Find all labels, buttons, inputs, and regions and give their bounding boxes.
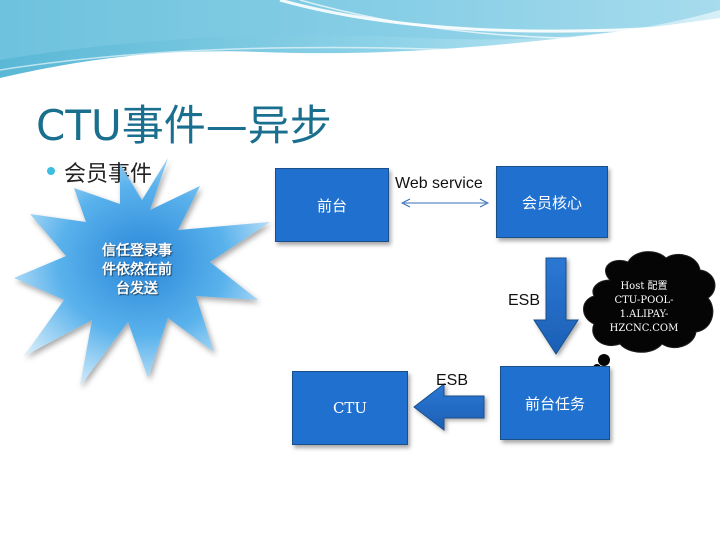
node-ctu-label: CTU bbox=[332, 399, 368, 417]
note-line: HZCNC.COM bbox=[609, 323, 679, 334]
node-member-core-label: 会员核心 bbox=[521, 193, 582, 212]
note-line: Host 配置 bbox=[620, 281, 668, 292]
node-frontend: 前台 bbox=[275, 168, 389, 242]
note-line: 1.ALIPAY- bbox=[619, 309, 669, 320]
edge-label-esb-left: ESB bbox=[436, 372, 469, 389]
callout-line: 件依然在前 bbox=[102, 262, 172, 278]
node-member-core: 会员核心 bbox=[496, 166, 608, 238]
esb-down-arrow bbox=[533, 257, 579, 355]
slide-title: CTU事件—异步 bbox=[36, 101, 332, 150]
bullet-item: 会员事件 bbox=[64, 162, 153, 187]
edge-label-web-service: Web service bbox=[395, 175, 483, 192]
node-frontend-label: 前台 bbox=[316, 196, 347, 215]
node-frontend-task-label: 前台任务 bbox=[524, 394, 585, 413]
header-wave-decoration bbox=[0, 0, 720, 78]
esb-left-arrow bbox=[413, 382, 485, 432]
note-line: CTU-POOL- bbox=[614, 295, 674, 306]
callout-line: 信任登录事 bbox=[102, 243, 172, 259]
callout-text: 信任登录事 件依然在前 台发送 bbox=[72, 242, 202, 299]
node-ctu: CTU bbox=[292, 371, 408, 445]
node-frontend-task: 前台任务 bbox=[500, 366, 610, 440]
web-service-arrow bbox=[400, 198, 490, 208]
edge-label-esb-down: ESB bbox=[508, 292, 541, 309]
host-config-note: Host 配置 CTU-POOL- 1.ALIPAY- HZCNC.COM bbox=[596, 280, 692, 336]
callout-line: 台发送 bbox=[116, 281, 158, 297]
bullet-dot-icon bbox=[47, 167, 55, 175]
